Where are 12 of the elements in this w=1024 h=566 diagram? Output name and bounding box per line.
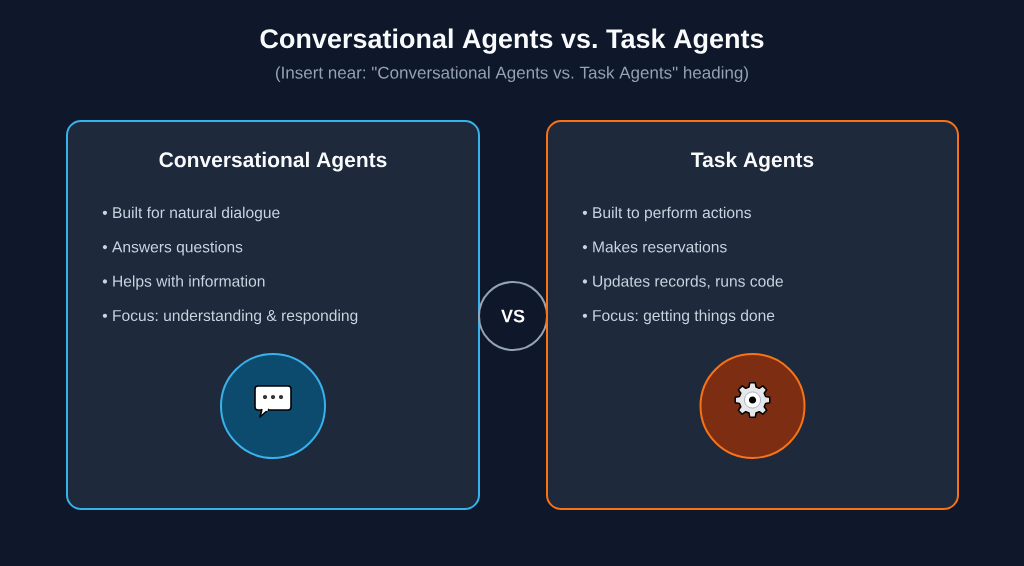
- card-heading: Task Agents: [691, 151, 814, 172]
- card-heading: Conversational Agents: [159, 151, 387, 172]
- bullet-item: • Focus: getting things done: [582, 309, 775, 325]
- bullet-item: • Answers questions: [102, 241, 243, 256]
- bullet-item: • Updates records, runs code: [582, 275, 783, 290]
- bullet-item: • Focus: understanding & responding: [102, 309, 358, 325]
- bullet-item: • Helps with information: [102, 275, 265, 290]
- bullet-item: • Makes reservations: [582, 241, 727, 253]
- subtitle: (Insert near: "Conversational Agents vs. Task Agents" heading): [276, 66, 748, 83]
- title: Conversational Agents vs. Task Agents: [260, 28, 764, 54]
- bullet-item: • Built to perform actions: [582, 206, 751, 222]
- bullet-item: • Built for natural dialogue: [102, 206, 280, 222]
